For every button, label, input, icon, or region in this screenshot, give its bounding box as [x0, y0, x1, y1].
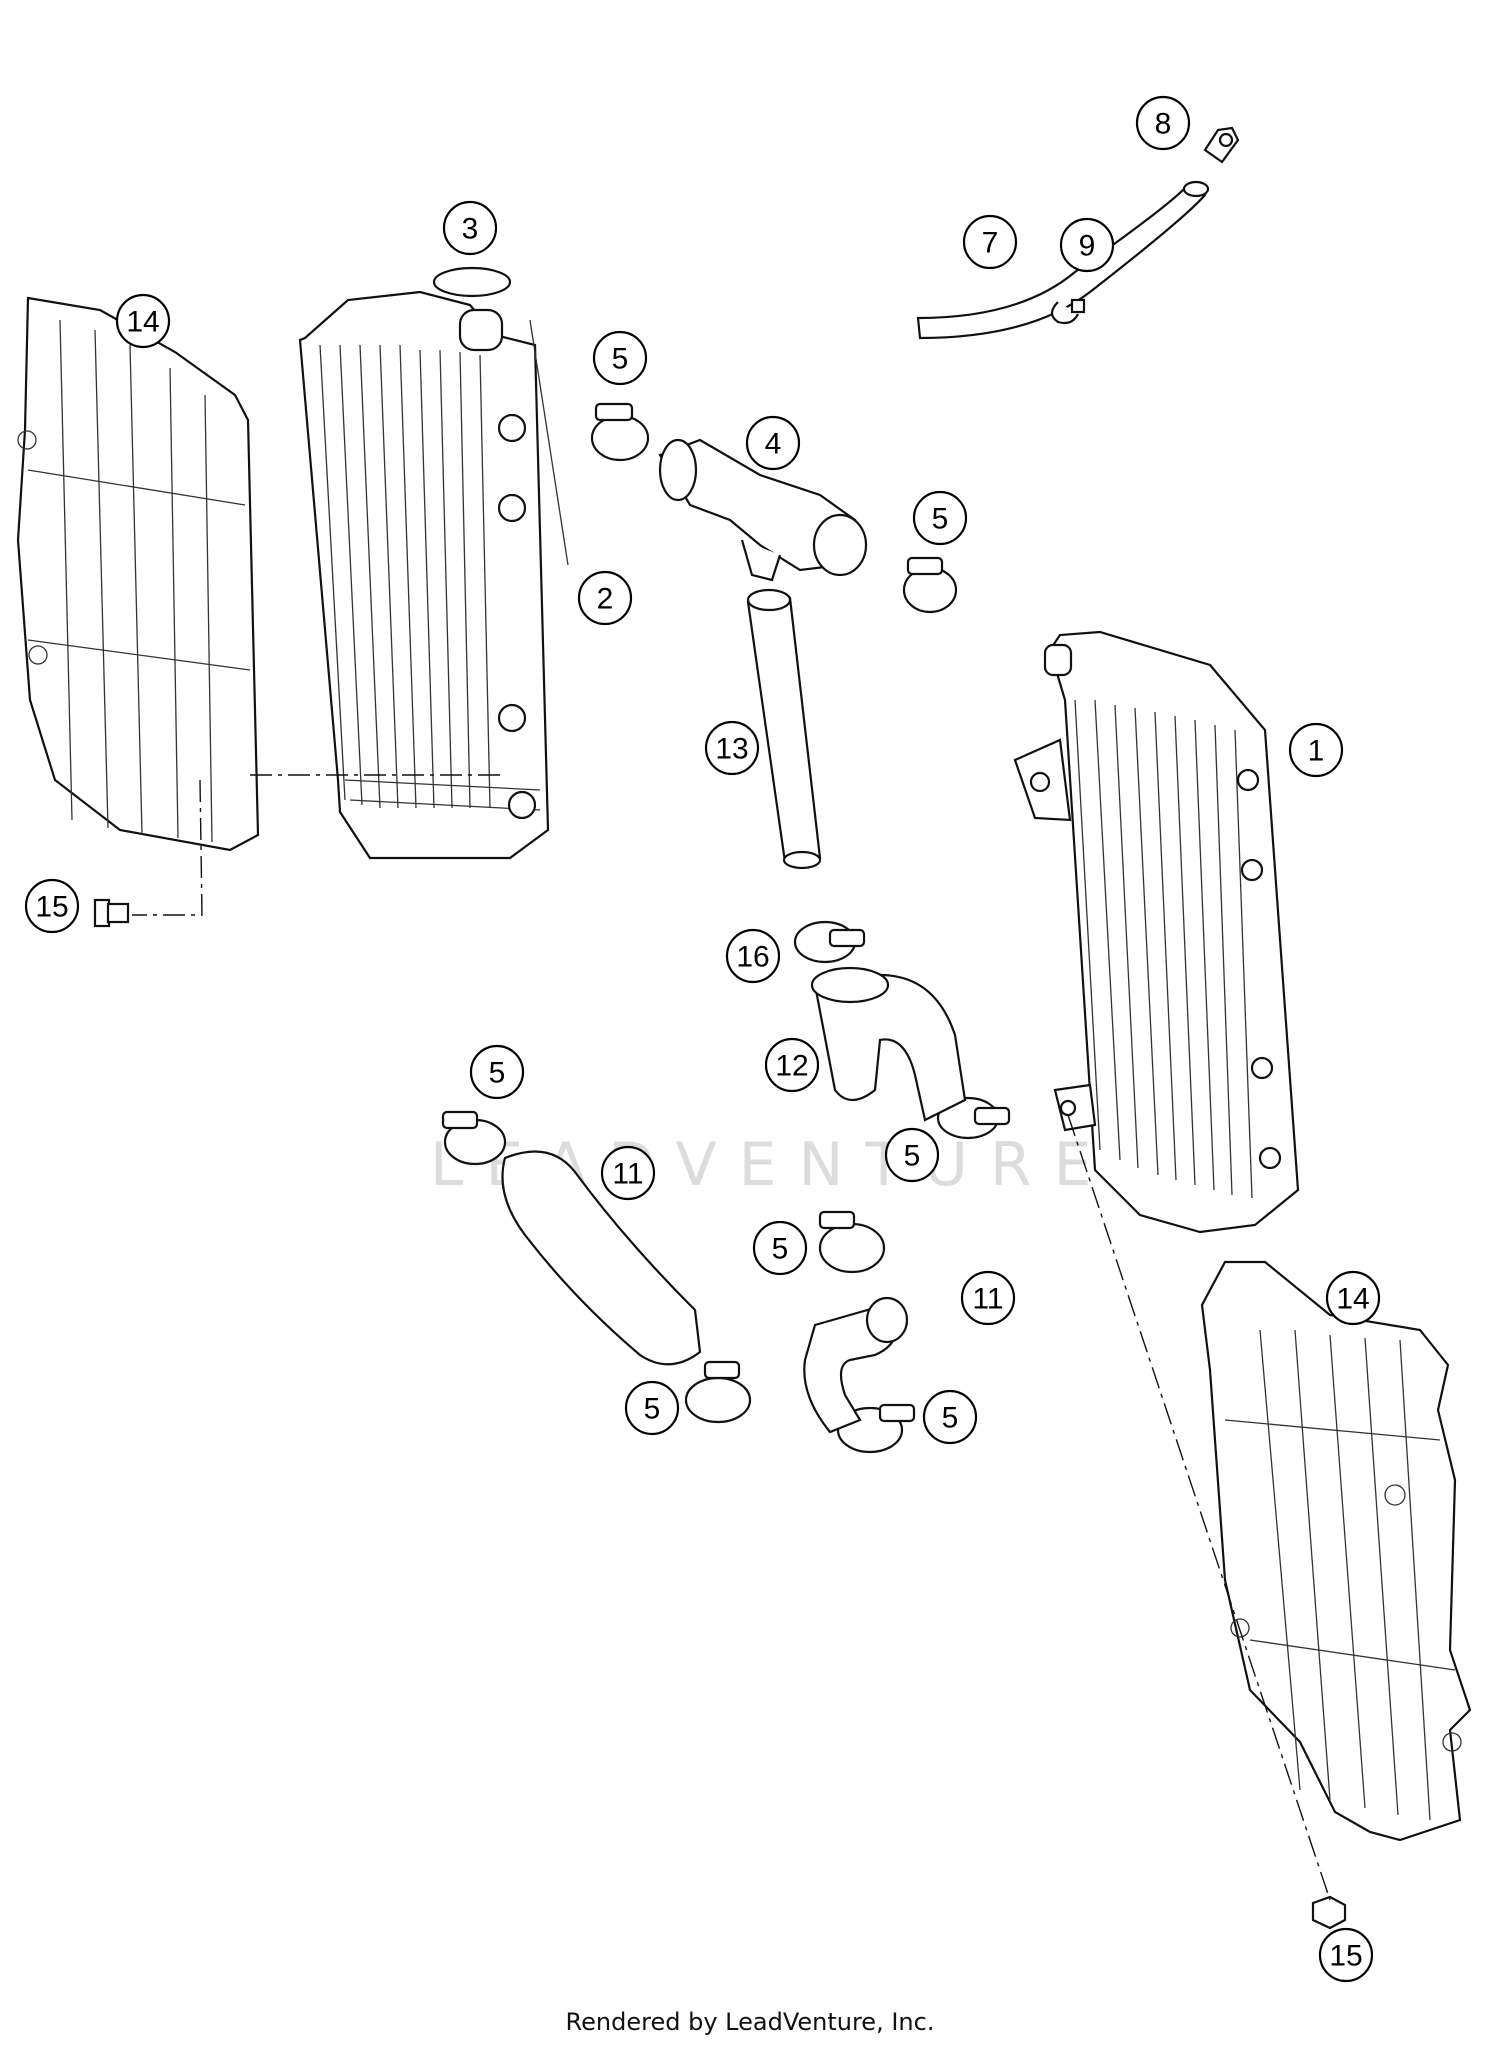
callout-5: 5 [624, 1380, 680, 1436]
callout-circle [1288, 722, 1344, 778]
radiator-hose-long [501, 1150, 702, 1366]
callout-label: 7 [982, 227, 999, 260]
callout-5: 5 [592, 330, 648, 386]
callout-label: 8 [1155, 108, 1172, 141]
callout-label: 5 [644, 1393, 661, 1426]
callout-16: 16 [725, 928, 781, 984]
radiator-hose-short [803, 1296, 909, 1434]
callout-label: 5 [612, 343, 629, 376]
hose-clamp [684, 1360, 752, 1424]
hose-clamp [793, 920, 866, 964]
callout-label: 5 [904, 1140, 921, 1173]
leader-line [132, 779, 203, 916]
callout-3: 3 [442, 200, 498, 256]
callout-15: 15 [1318, 1927, 1374, 1983]
callout-circle [884, 1127, 940, 1183]
callout-circle [764, 1037, 820, 1093]
radiator-left [298, 266, 569, 860]
bolt-left [93, 898, 130, 928]
callout-circle [577, 570, 633, 626]
radiator-hose-elbow [810, 966, 967, 1122]
callout-12: 12 [764, 1037, 820, 1093]
callout-label: 16 [736, 941, 769, 974]
callout-circle [442, 200, 498, 256]
callout-label: 11 [612, 1158, 643, 1191]
callout-label: 4 [765, 428, 782, 461]
callout-circle [1325, 1270, 1381, 1326]
callout-4: 4 [745, 415, 801, 471]
callout-circle [960, 1270, 1016, 1326]
coolant-pipe [746, 588, 822, 870]
hose-clamp [902, 556, 958, 614]
hose-clamp [590, 402, 650, 462]
callout-11: 11 [600, 1145, 656, 1201]
leader-line [1067, 1114, 1331, 1901]
callout-14: 14 [1325, 1270, 1381, 1326]
callout-14: 14 [115, 293, 171, 349]
callout-5: 5 [469, 1044, 525, 1100]
callout-circle [912, 490, 968, 546]
callout-circle [1059, 217, 1115, 273]
callout-circle [962, 214, 1018, 270]
callout-label: 15 [1329, 1940, 1362, 1973]
callout-11: 11 [960, 1270, 1016, 1326]
hose-elbow [1203, 126, 1240, 164]
callout-label: 14 [126, 306, 159, 339]
radiator-guard-right [1200, 1260, 1472, 1842]
callout-label: 9 [1079, 230, 1096, 263]
callout-label: 5 [932, 503, 949, 536]
callout-circle [24, 878, 80, 934]
callout-label: 2 [597, 583, 614, 616]
hose-clamp [936, 1096, 1011, 1140]
callout-circle [725, 928, 781, 984]
callout-8: 8 [1135, 95, 1191, 151]
radiator-right [1013, 630, 1300, 1234]
callout-circle [115, 293, 171, 349]
callout-circle [1135, 95, 1191, 151]
callout-15: 15 [24, 878, 80, 934]
hose-clamp [818, 1210, 886, 1274]
callout-2: 2 [577, 570, 633, 626]
callout-label: 12 [775, 1050, 808, 1083]
callout-circle [704, 720, 760, 776]
callout-9: 9 [1059, 217, 1115, 273]
callout-circle [1318, 1927, 1374, 1983]
callout-label: 13 [715, 733, 748, 766]
callout-label: 15 [35, 891, 68, 924]
callout-label: 3 [462, 213, 479, 246]
callout-circle [922, 1389, 978, 1445]
callout-label: 14 [1336, 1283, 1369, 1316]
footer-credit: Rendered by LeadVenture, Inc. [565, 2008, 935, 2036]
callout-5: 5 [752, 1220, 808, 1276]
bolt-right [1311, 1895, 1347, 1930]
callout-13: 13 [704, 720, 760, 776]
callout-label: 1 [1308, 735, 1325, 768]
callout-circle [600, 1145, 656, 1201]
callout-circle [752, 1220, 808, 1276]
callout-5: 5 [884, 1127, 940, 1183]
callout-5: 5 [912, 490, 968, 546]
callout-circle [592, 330, 648, 386]
callout-label: 11 [972, 1283, 1003, 1316]
callout-label: 5 [942, 1402, 959, 1435]
callout-5: 5 [922, 1389, 978, 1445]
callout-circle [624, 1380, 680, 1436]
callout-label: 5 [489, 1057, 506, 1090]
hose-clamp [441, 1110, 507, 1166]
callout-circle [745, 415, 801, 471]
hose-clamp-small [1050, 298, 1086, 325]
callout-7: 7 [962, 214, 1018, 270]
radiator-guard-left [16, 296, 260, 852]
callout-1: 1 [1288, 722, 1344, 778]
hose-connector-upper [658, 438, 868, 582]
callout-label: 5 [772, 1233, 789, 1266]
callout-circle [469, 1044, 525, 1100]
